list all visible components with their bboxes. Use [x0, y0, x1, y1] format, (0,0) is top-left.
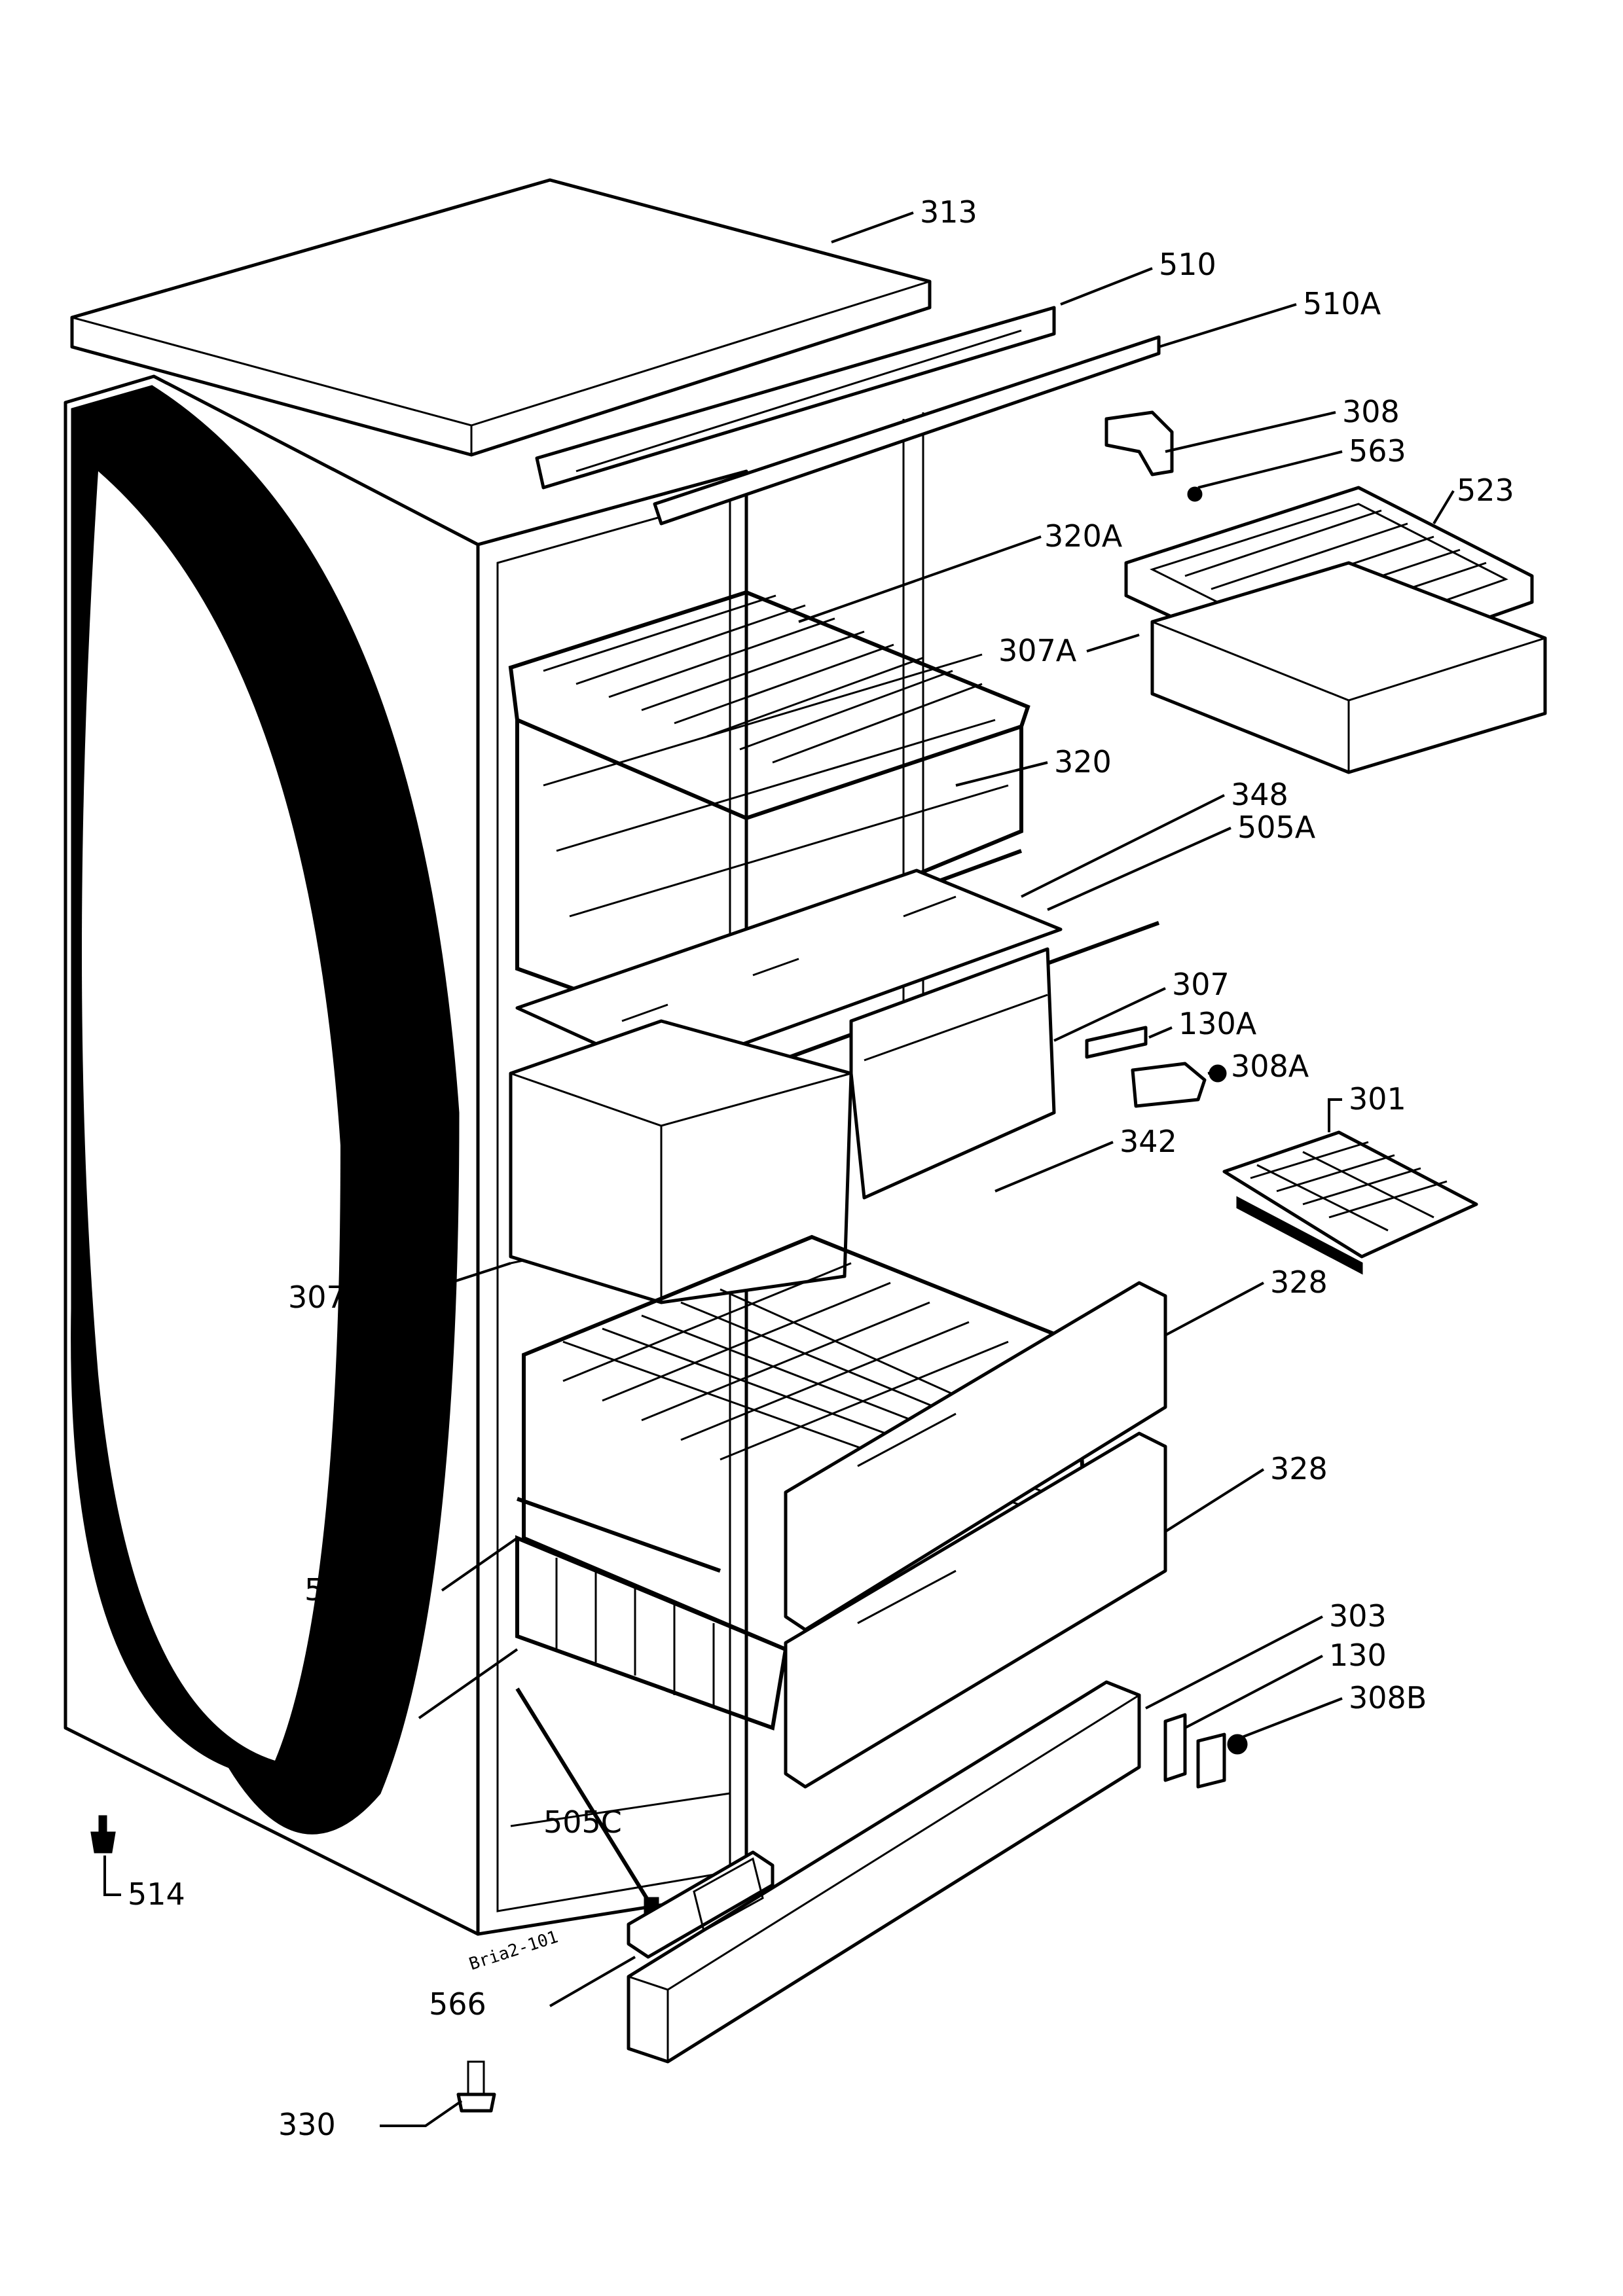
label-313: 313 — [920, 194, 977, 230]
label-510: 510 — [1159, 247, 1216, 282]
label-307-left: 307 — [288, 1280, 346, 1315]
part-313-top-panel — [70, 178, 932, 457]
label-301: 301 — [1349, 1081, 1406, 1117]
part-514-foot — [90, 1815, 116, 1854]
label-130: 130 — [1329, 1638, 1387, 1673]
label-563: 563 — [1349, 433, 1406, 469]
label-505a: 505A — [1237, 810, 1316, 845]
part-301-ice-tray — [1222, 1130, 1478, 1275]
part-307-drawer-right — [849, 947, 1056, 1200]
label-505c: 505C — [543, 1804, 622, 1840]
part-510-rail — [535, 306, 1056, 490]
label-308a: 308A — [1231, 1049, 1309, 1084]
label-328-upper: 328 — [1270, 1265, 1328, 1300]
label-342a: 342A — [301, 1700, 380, 1735]
label-510a: 510A — [1303, 286, 1381, 321]
part-130a-bracket — [1085, 1026, 1148, 1059]
part-130-bracket — [1163, 1713, 1187, 1782]
leader-lines — [103, 211, 1455, 2127]
part-330-adjustable-foot — [456, 2060, 496, 2113]
label-308: 308 — [1342, 394, 1400, 429]
part-342a-basket — [515, 1535, 788, 1731]
label-303: 303 — [1329, 1598, 1387, 1634]
part-320a-shelf — [508, 590, 1030, 821]
label-342: 342 — [1120, 1124, 1177, 1159]
part-308a-hinge — [1131, 1062, 1227, 1108]
part-labels: 313 510 510A 308 563 523 320A 307A 320 3… — [128, 194, 1514, 2142]
label-320a: 320A — [1044, 518, 1123, 554]
label-514: 514 — [128, 1876, 185, 1912]
label-330: 330 — [278, 2107, 336, 2142]
label-320: 320 — [1054, 744, 1112, 780]
label-505b: 505B — [304, 1572, 382, 1607]
label-566: 566 — [429, 1986, 486, 2022]
part-307a-tray — [1150, 561, 1547, 774]
part-328-drawer-front-lower — [784, 1431, 1167, 1789]
label-308b: 308B — [1349, 1680, 1427, 1715]
part-308b-hinge — [1196, 1732, 1248, 1789]
part-303-plinth — [627, 1680, 1141, 2064]
part-308-hinge — [1104, 410, 1203, 502]
label-307-right: 307 — [1172, 967, 1230, 1002]
label-130a: 130A — [1178, 1006, 1257, 1041]
part-566-handle — [627, 1850, 775, 1959]
cabinet-body — [64, 374, 924, 1936]
part-505b-rail — [516, 1497, 721, 1573]
part-307-drawer-left — [509, 1019, 853, 1304]
part-510a-rail — [653, 335, 1161, 526]
label-328-lower: 328 — [1270, 1451, 1328, 1486]
part-328-drawer-front-upper — [784, 1281, 1167, 1632]
label-307a: 307A — [998, 633, 1077, 668]
label-523: 523 — [1457, 473, 1514, 508]
label-348: 348 — [1231, 777, 1288, 812]
